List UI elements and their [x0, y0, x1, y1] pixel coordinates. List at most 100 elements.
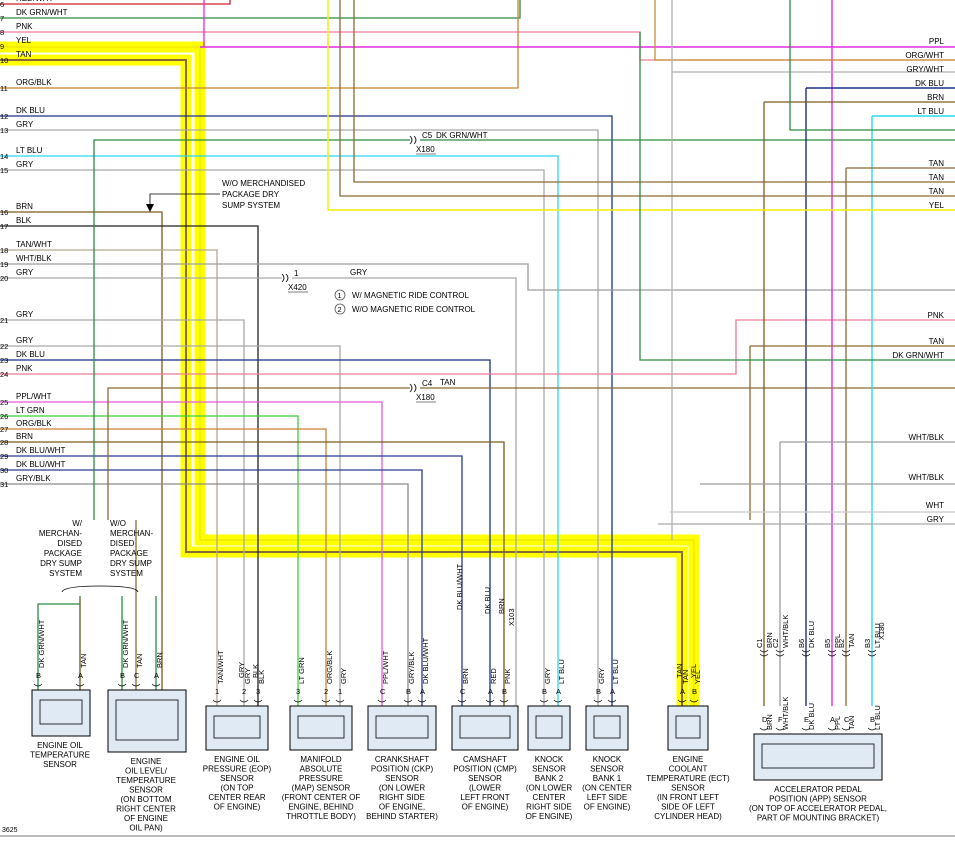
sensor-app-pin-1 [775, 727, 785, 731]
wire-6 [0, 0, 231, 5]
wire-19 [0, 263, 955, 291]
sensor-map-wire-label-0: LT GRN [297, 657, 306, 684]
right-wire-label-5: LT BLU [918, 107, 945, 116]
sensor-ect-caption-0: ENGINE [673, 755, 704, 764]
sensor-map-wire-label-1: ORG/BLK [325, 651, 334, 684]
sensor-ks2-caption-0: KNOCK [535, 755, 564, 764]
right-wire-label-12: DK GRN/WHT [892, 351, 944, 360]
sensor-map-wire-label-2: GRY [339, 668, 348, 684]
sensor-ks1-pin-1 [607, 699, 617, 703]
wire-27 [0, 428, 327, 706]
note-arrowhead [146, 204, 154, 212]
wire-23 [0, 359, 491, 706]
wire-21 [0, 319, 245, 706]
app-wire-top-0: BRN [765, 632, 774, 648]
sensor-app-pin-label-3: A [830, 715, 835, 724]
wire-28 [0, 441, 505, 706]
sensor-eot-wire-label-1: TAN [79, 654, 88, 668]
right-wire-label-11: TAN [929, 337, 945, 346]
sensor-eot-pin-label-1: A [78, 671, 83, 680]
sensor-ect-wire-label-0: TAN [681, 670, 690, 684]
note-without-dry-2: DISED [110, 539, 135, 548]
sensor-cmp-pin-label-1: A [488, 687, 493, 696]
sensor-ckp-body [367, 705, 437, 751]
label-tan-ect: TAN [675, 664, 684, 678]
wire-number-27: 27 [0, 425, 8, 434]
note-circle-2 [334, 303, 346, 315]
sensor-cmp-element [459, 715, 511, 739]
wire-dk-grn-r [639, 32, 955, 361]
sensor-app-pin-3 [827, 727, 837, 731]
wire-label-22: GRY [16, 336, 34, 345]
app-wire-top-2: DK BLU [807, 621, 816, 648]
app-wire-top-5: LT BLU [873, 623, 882, 648]
sensor-eol-caption-6: OF ENGINE [124, 814, 168, 823]
sensor-ect-caption-3: SENSOR [671, 784, 705, 793]
sensor-app-pin-2 [801, 727, 811, 731]
wire-number-22: 22 [0, 342, 8, 351]
sensor-app-caption-1: POSITION (APP) SENSOR [769, 795, 867, 804]
sensor-app-pin-4 [841, 727, 851, 731]
sensor-ect-element [675, 715, 701, 739]
wire-number-24: 24 [0, 370, 8, 379]
sensor-ect-pin-label-1: B [692, 687, 697, 696]
sensor-map-pin-label-1: 2 [324, 687, 328, 696]
sensor-map-caption-2: PRESSURE [299, 774, 343, 783]
note-with-dry-2: DISED [58, 539, 83, 548]
app-wire-bottom-4: TAN [847, 716, 856, 730]
sensor-ckp-pin-label-0: C [380, 687, 386, 696]
sensor-ks2-pin-label-1: A [556, 687, 561, 696]
sensor-ks2-caption-3: (ON LOWER [526, 784, 572, 793]
sensor-eop-wire-label-0: TAN/WHT [216, 650, 225, 684]
sensor-ks2-caption-2: BANK 2 [535, 774, 564, 783]
wire-tan-r4 [749, 345, 955, 520]
sensor-eop-caption-0: ENGINE OIL [214, 755, 260, 764]
sensor-ks1-caption-2: BANK 1 [593, 774, 622, 783]
note-mrc-2: W/O MAGNETIC RIDE CONTROL [352, 305, 476, 314]
wire-label-8: PNK [16, 22, 33, 31]
sensor-eol-pin-label-0: B [120, 671, 125, 680]
sensor-ks1-caption-0: KNOCK [593, 755, 622, 764]
note-brace [61, 585, 139, 593]
connector-x420-wire: GRY [350, 268, 368, 277]
sensor-ks1-wire-label-0: GRY [597, 668, 606, 684]
app-inline-conn-5 [867, 649, 877, 657]
right-wire-label-2: GRY/WHT [906, 65, 944, 74]
sensor-eol-caption-5: RIGHT CENTER [116, 805, 176, 814]
sensor-ckp-caption-1: POSITION (CKP) [371, 765, 434, 774]
sensor-eol-element [115, 699, 179, 741]
right-wire-label-15: WHT [926, 501, 944, 510]
highlight-yel-path [0, 41, 700, 706]
right-wire-label-3: DK BLU [915, 79, 944, 88]
sensor-ect-caption-5: SIDE OF LEFT [661, 803, 715, 812]
sensor-app-pin-label-2: E [804, 715, 809, 724]
wire-24 [0, 319, 955, 375]
wire-18 [0, 249, 218, 706]
note-without-dry-0: W/O [110, 519, 126, 528]
sensor-map-body [289, 705, 353, 751]
wire-label-16: BRN [16, 202, 33, 211]
sensor-ks1-body [585, 705, 629, 751]
sensor-eop-body [205, 705, 269, 751]
sensor-ks1-pin-label-1: A [610, 687, 615, 696]
wire-number-12: 12 [0, 112, 8, 121]
app-inline-conn-1 [775, 649, 785, 657]
sensor-eop-pin-2 [253, 699, 263, 703]
app-inline-conn-3 [827, 649, 837, 657]
sensor-eop-pin-label-0: 1 [215, 687, 219, 696]
sensor-eol-body [107, 689, 187, 753]
right-wire-label-8: TAN [929, 187, 945, 196]
sensor-eol-wire-label-1: TAN [135, 654, 144, 668]
sensor-ks2-body [527, 705, 571, 751]
sensor-cmp-wire-label-1: RED [489, 668, 498, 684]
connector-c5-wire: DK GRN/WHT [436, 131, 488, 140]
sensor-ckp-pin-label-2: A [420, 687, 425, 696]
wire-label-20: GRY [16, 268, 34, 277]
wire-10 [0, 59, 683, 706]
sensor-ckp-pin-label-1: B [406, 687, 411, 696]
wire-label-11: ORG/BLK [16, 78, 52, 87]
app-connector-4: B2 [837, 639, 846, 648]
sensor-eot-caption-0: ENGINE OIL [37, 741, 83, 750]
